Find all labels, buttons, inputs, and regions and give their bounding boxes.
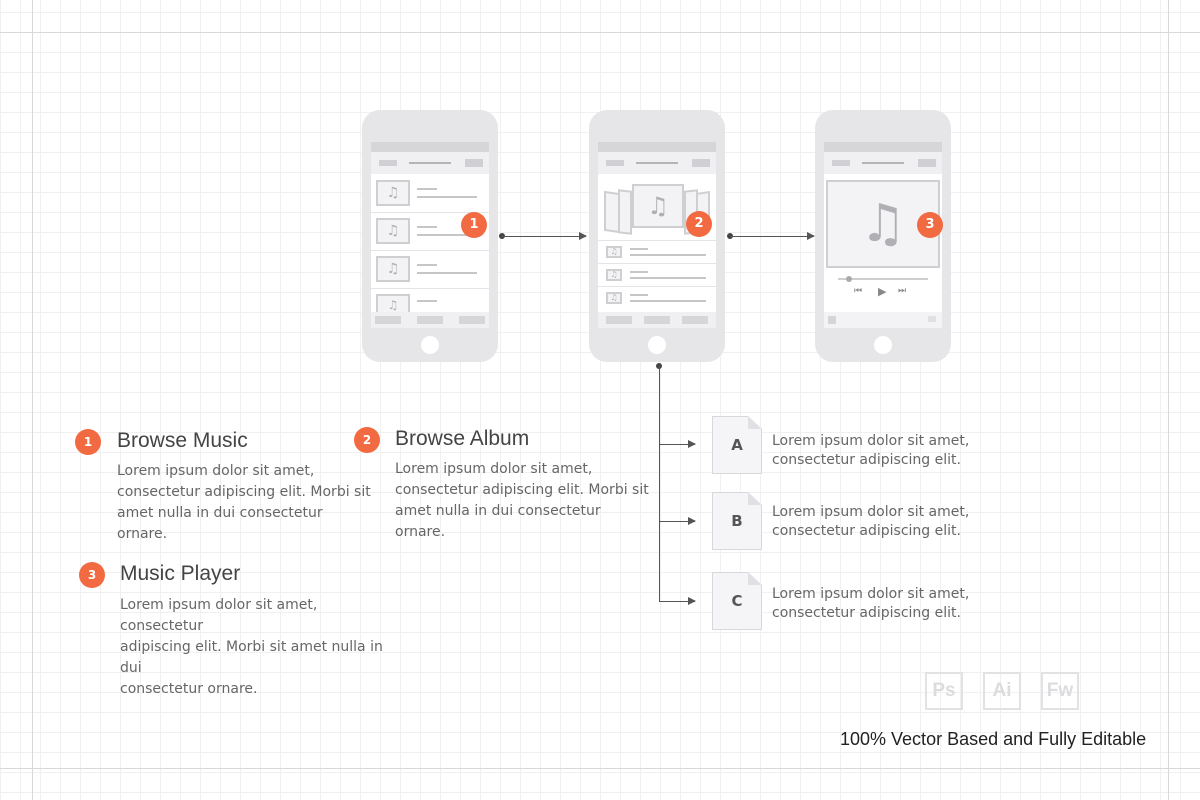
photoshop-icon: Ps: [925, 672, 963, 710]
play-icon: ▶: [878, 285, 887, 298]
song-thumb: ♫: [376, 256, 410, 282]
status-bar: [371, 142, 489, 152]
menu-icon: [928, 316, 936, 322]
track-thumb: ♫: [606, 292, 622, 304]
nav-bar: [598, 152, 716, 174]
status-bar: [598, 142, 716, 152]
nav-bar: [371, 152, 489, 174]
home-button: [421, 336, 439, 354]
document-a-letter: A: [731, 436, 743, 454]
home-button: [648, 336, 666, 354]
document-c-letter: C: [731, 592, 743, 610]
progress-track: [838, 278, 928, 280]
step-2-body: Lorem ipsum dolor sit amet,consectetur a…: [395, 461, 649, 540]
step-2-title: Browse Album: [395, 427, 530, 450]
phone-badge-3: 3: [917, 212, 943, 238]
flow-arrow-2: [730, 232, 815, 240]
phone-browse-album: ♫ ♫ ♫ ♫: [589, 110, 725, 362]
album-cover-left-2: [618, 189, 632, 235]
user-icon: [828, 316, 836, 324]
step-1-body: Lorem ipsum dolor sit amet,consectetur a…: [117, 463, 371, 542]
step-3-badge: 3: [79, 562, 105, 588]
step-1-title: Browse Music: [117, 429, 248, 452]
guide-line-top: [0, 32, 1200, 33]
branch-arrow-b: [659, 517, 696, 525]
track-thumb: ♫: [606, 269, 622, 281]
step-2-badge: 2: [354, 427, 380, 453]
song-thumb: ♫: [376, 294, 410, 314]
document-a-text: Lorem ipsum dolor sit amet,consectetur a…: [772, 433, 970, 468]
guide-line-left: [32, 0, 33, 800]
document-b-text: Lorem ipsum dolor sit amet,consectetur a…: [772, 504, 970, 539]
album-cover-main: ♫: [632, 184, 684, 228]
phone-badge-1: 1: [461, 212, 487, 238]
player-footer: [824, 312, 942, 328]
illustrator-icon: Ai: [983, 672, 1021, 710]
flow-arrow-1: [502, 232, 587, 240]
prev-icon: ⏮: [854, 286, 863, 296]
footer-caption: 100% Vector Based and Fully Editable: [840, 729, 1147, 749]
next-icon: ⏭: [898, 286, 907, 296]
step-3-title: Music Player: [120, 562, 241, 585]
status-bar: [824, 142, 942, 152]
branch-trunk: [659, 366, 660, 601]
song-thumb: ♫: [376, 218, 410, 244]
tab-bar: [371, 312, 489, 328]
fireworks-icon: Fw: [1041, 672, 1079, 710]
document-c-text: Lorem ipsum dolor sit amet,consectetur a…: [772, 586, 970, 621]
phone-badge-2: 2: [686, 211, 712, 237]
home-button: [874, 336, 892, 354]
tab-bar: [598, 312, 716, 328]
progress-knob: [846, 276, 852, 282]
branch-arrow-c: [659, 597, 696, 605]
branch-arrow-a: [659, 440, 696, 448]
document-b-letter: B: [731, 512, 743, 530]
nav-bar: [824, 152, 942, 174]
track-thumb: ♫: [606, 246, 622, 258]
step-1-badge: 1: [75, 429, 101, 455]
guide-line-right: [1168, 0, 1169, 800]
phone-screen: ♫ ♫ ♫ ♫: [598, 142, 716, 328]
song-thumb: ♫: [376, 180, 410, 206]
guide-line-bottom: [0, 768, 1200, 769]
